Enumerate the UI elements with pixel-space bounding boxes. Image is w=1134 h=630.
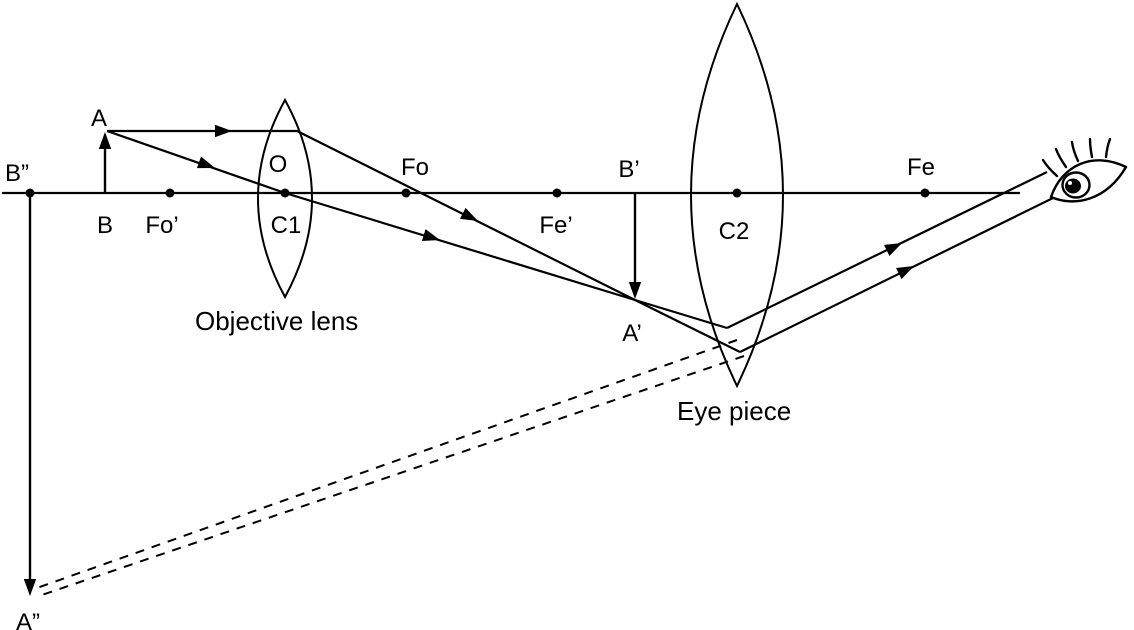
label-a: A [91, 105, 107, 132]
label-b-double-prime: B” [5, 160, 29, 187]
eyelash-3 [1070, 140, 1080, 163]
eye-lower-lid [1049, 165, 1128, 203]
final-image-arrowhead [23, 579, 37, 596]
virtual-ray-dashed-lower [35, 355, 745, 598]
ray-arrowhead-to-center [196, 156, 218, 174]
intermediate-image-arrowhead [628, 282, 642, 299]
label-b: B [97, 212, 113, 239]
eye-glint [1068, 181, 1072, 185]
eye-upper-lid [1049, 159, 1128, 199]
object-arrowhead [98, 132, 112, 149]
eyelash-1 [1041, 158, 1059, 178]
label-b-prime: B’ [618, 156, 639, 183]
label-fo-prime: Fo’ [145, 212, 178, 239]
point-dot-fe [920, 188, 930, 198]
eye-icon [1041, 137, 1128, 203]
caption-eye-piece: Eye piece [677, 396, 791, 426]
emergent-ray-lower [739, 197, 1054, 353]
label-o: O [269, 151, 288, 178]
eyepiece-lens-outline [690, 1, 784, 389]
label-fo: Fo [401, 154, 429, 181]
eye-pupil [1065, 178, 1081, 194]
ray-arrowhead-horizontal [215, 124, 232, 138]
ray-through-center [106, 129, 728, 330]
eye-iris [1061, 171, 1091, 199]
point-dot-fo [401, 188, 411, 198]
point-dot-fe-prime [552, 188, 562, 198]
emergent-ray-arrowhead-lower [896, 260, 917, 280]
ray-arrowhead-after-objective-lower [421, 229, 442, 246]
virtual-ray-dashed-upper [33, 339, 738, 590]
point-dot-c2 [732, 188, 742, 198]
objective-lens-outline [257, 97, 313, 300]
eyelash-5 [1104, 137, 1112, 159]
label-a-double-prime: A” [16, 609, 40, 630]
label-fe-prime: Fe’ [539, 212, 572, 239]
caption-objective-lens: Objective lens [195, 306, 358, 336]
label-a-prime: A’ [622, 320, 642, 347]
label-c1: C1 [271, 212, 302, 239]
label-fe: Fe [907, 154, 935, 181]
ray-arrowhead-after-objective-upper [460, 207, 481, 227]
eyelash-4 [1088, 137, 1094, 159]
point-dot-fo-prime [165, 188, 175, 198]
label-c2: C2 [719, 218, 750, 245]
eyelash-2 [1054, 147, 1068, 169]
emergent-ray-arrowhead-upper [884, 237, 905, 257]
